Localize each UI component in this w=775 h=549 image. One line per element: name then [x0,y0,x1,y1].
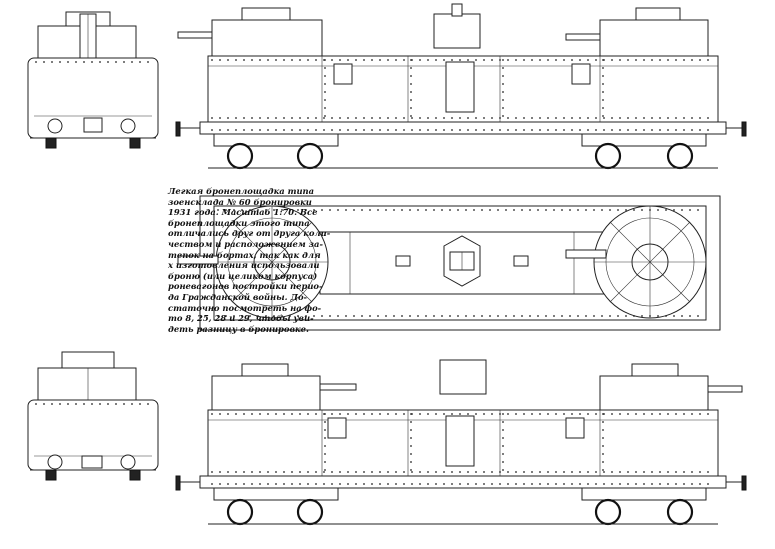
end-view-bottom [27,351,159,481]
side-view-top [175,3,747,170]
end-view-top [27,11,159,149]
side-view-bottom [175,359,747,526]
drawing-caption: Легкая бронеплощадка типа зоенсклада № 6… [168,186,331,334]
rivet-rows [35,59,709,485]
plan-view [177,195,721,331]
